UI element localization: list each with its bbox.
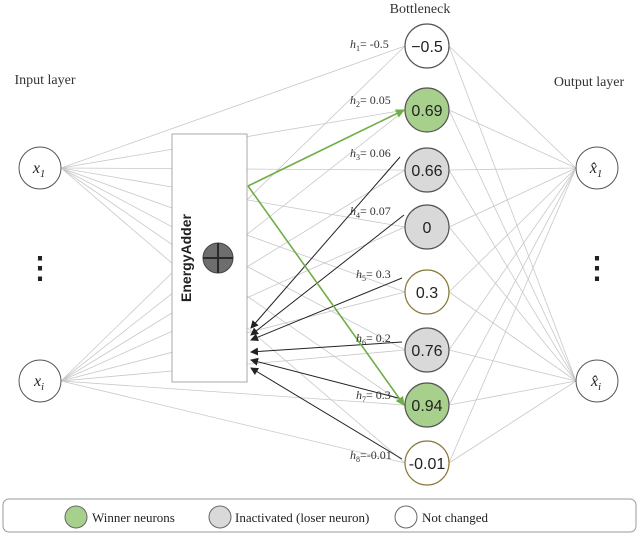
bottleneck-node-unchanged bbox=[404, 269, 450, 315]
output-ellipsis: ⋮ bbox=[582, 252, 612, 285]
input-node bbox=[18, 146, 62, 190]
bottleneck-node-winner bbox=[404, 87, 450, 133]
input-ellipsis: ⋮ bbox=[25, 252, 55, 285]
output-node-label: x̂1 bbox=[589, 160, 602, 180]
output-connection bbox=[448, 291, 577, 382]
legend-winner-swatch bbox=[64, 505, 88, 529]
output-connection bbox=[448, 45, 577, 169]
input-layer-label: Input layer bbox=[14, 73, 75, 88]
bottleneck-node-winner bbox=[404, 382, 450, 428]
output-connection bbox=[448, 349, 577, 382]
energy-adder-label: EnergyAdder bbox=[178, 213, 194, 301]
output-node bbox=[575, 359, 619, 403]
input-node-label: x1 bbox=[32, 160, 45, 180]
feedback-arrow bbox=[250, 341, 403, 356]
bottleneck-equation-label: h6= 0.2 bbox=[356, 331, 391, 347]
feedback-arrows bbox=[247, 109, 405, 460]
output-connection bbox=[448, 45, 577, 382]
legend-loser-label: Inactivated (loser neuron) bbox=[235, 510, 369, 525]
input-connection bbox=[60, 380, 406, 406]
output-connection bbox=[448, 167, 577, 293]
output-connection bbox=[448, 167, 577, 406]
bottleneck-equation-label: h8=-0.01 bbox=[350, 448, 392, 464]
bottleneck-equation-label: h2= 0.05 bbox=[350, 93, 391, 109]
bottleneck-node-unchanged bbox=[404, 23, 450, 69]
connection-lines bbox=[60, 45, 577, 464]
feedback-arrow bbox=[250, 277, 403, 342]
feedback-arrow bbox=[250, 357, 403, 400]
output-connection bbox=[448, 380, 577, 406]
bottleneck-node-unchanged bbox=[404, 440, 450, 486]
bottleneck-node-value: -0.01 bbox=[409, 456, 446, 473]
input-connection bbox=[60, 380, 406, 464]
legend-box bbox=[2, 498, 637, 533]
feedback-arrow bbox=[250, 367, 403, 460]
bottleneck-node-value: 0.94 bbox=[411, 398, 442, 415]
bottleneck-node-value: 0 bbox=[423, 220, 432, 237]
output-connection bbox=[448, 109, 577, 382]
output-connection bbox=[448, 167, 577, 351]
output-connection bbox=[448, 167, 577, 171]
bottleneck-equation-label: h5= 0.3 bbox=[356, 267, 391, 283]
output-connection bbox=[448, 226, 577, 382]
input-node bbox=[18, 359, 62, 403]
bottleneck-equation-label: h3= 0.06 bbox=[350, 146, 391, 162]
nodes-layer: x1 xi x̂1 x̂i −0.5 h1= -0.5 0.69 h2= 0.05 0.66 h3… bbox=[18, 23, 619, 486]
legend-loser-swatch bbox=[208, 505, 232, 529]
bottleneck-node-loser bbox=[404, 327, 450, 373]
legend-unchanged-swatch bbox=[394, 505, 418, 529]
output-connection bbox=[448, 109, 577, 169]
bottleneck-node-value: 0.76 bbox=[411, 343, 442, 360]
output-connection bbox=[448, 169, 577, 382]
bottleneck-equation-label: h7= 0.3 bbox=[356, 388, 391, 404]
bottleneck-node-value: −0.5 bbox=[411, 39, 443, 56]
bottleneck-node-value: 0.3 bbox=[416, 285, 438, 302]
feedback-arrow bbox=[250, 214, 405, 336]
bottleneck-node-loser bbox=[404, 204, 450, 250]
legend: Winner neurons Inactivated (loser neuron… bbox=[2, 498, 637, 533]
bottleneck-title: Bottleneck bbox=[390, 2, 451, 17]
output-layer-label: Output layer bbox=[554, 75, 625, 90]
bottleneck-node-value: 0.66 bbox=[411, 163, 442, 180]
bottleneck-equation-label: h4= 0.07 bbox=[350, 204, 391, 220]
legend-unchanged-label: Not changed bbox=[422, 510, 489, 525]
winner-arrow bbox=[247, 109, 405, 187]
output-node-label: x̂i bbox=[590, 373, 601, 393]
output-node bbox=[575, 146, 619, 190]
bottleneck-node-value: 0.69 bbox=[411, 103, 442, 120]
bottleneck-equation-label: h1= -0.5 bbox=[350, 37, 389, 53]
sum-icon bbox=[202, 242, 234, 274]
input-node-label: xi bbox=[33, 373, 44, 393]
output-connection bbox=[448, 167, 577, 228]
legend-winner-label: Winner neurons bbox=[92, 510, 175, 525]
output-connection bbox=[448, 380, 577, 464]
input-connection bbox=[60, 45, 406, 169]
bottleneck-node-loser bbox=[404, 147, 450, 193]
output-connection bbox=[448, 167, 577, 464]
winner-arrow bbox=[247, 185, 405, 406]
feedback-arrow bbox=[250, 156, 401, 329]
